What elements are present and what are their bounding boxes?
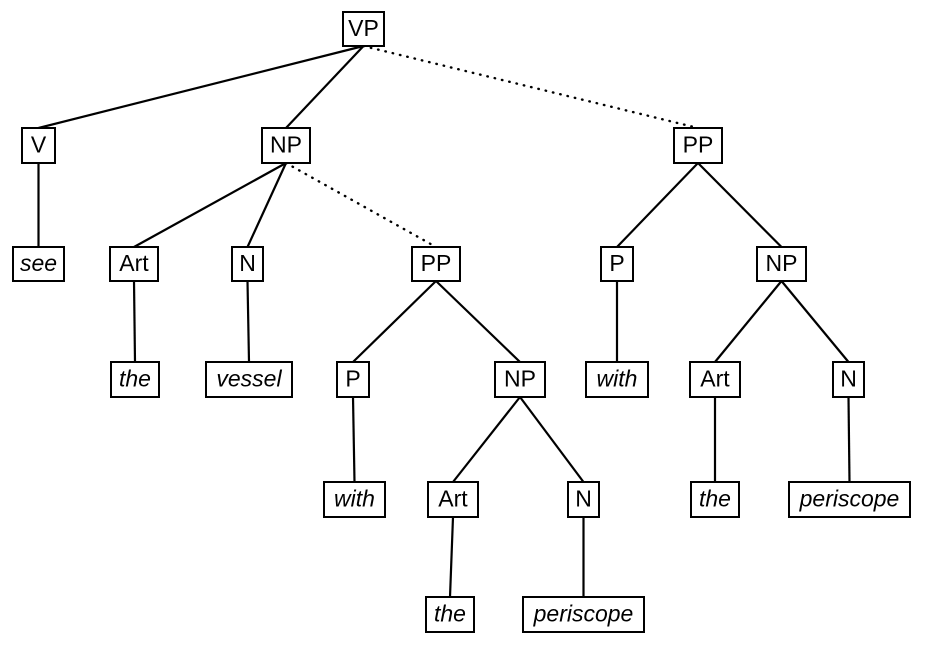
node-box-art_mid [427,481,479,518]
tree-node-the1[interactable]: the [110,361,160,398]
node-label-peri_mid: periscope [533,601,634,627]
node-label-the1: the [119,366,151,392]
tree-edge-np1-to-art1 [133,162,287,248]
tree-node-art1[interactable]: Art [109,246,159,282]
node-label-np1: NP [270,132,302,158]
tree-node-peri_right[interactable]: periscope [788,481,911,518]
node-label-with_mid: with [334,486,375,512]
tree-edge-pp_right-to-np_right [697,162,783,248]
tree-edge-np1-to-pp_mid [284,161,438,249]
node-label-p_right: P [609,250,624,276]
node-box-peri_mid [522,596,645,633]
tree-edge-np_right-to-art_right [714,280,783,363]
node-label-art_mid: Art [438,486,468,512]
tree-edge-n_right-to-peri_right [847,396,851,483]
node-box-the_mid [425,596,475,633]
tree-node-with_right[interactable]: with [585,361,649,398]
node-label-peri_right: periscope [799,486,900,512]
node-box-pp_mid [411,246,461,282]
node-box-np_right [756,246,807,282]
node-label-pp_mid: PP [421,250,452,276]
tree-node-vessel[interactable]: vessel [205,361,293,398]
node-box-art1 [109,246,159,282]
node-box-np_mid [494,361,546,398]
tree-edge-pp_mid-to-p_mid [352,280,437,363]
node-label-vessel: vessel [216,366,282,392]
node-label-np_mid: NP [504,366,536,392]
edge-layer [37,44,851,598]
tree-node-p_mid[interactable]: P [336,361,370,398]
node-box-pp_right [673,127,723,164]
node-box-with_mid [323,481,386,518]
node-box-n_mid [567,481,600,518]
node-box-p_right [600,246,634,282]
node-label-with_right: with [597,366,638,392]
node-label-n_right: N [840,366,857,392]
tree-node-p_right[interactable]: P [600,246,634,282]
node-label-art1: Art [119,250,149,276]
node-box-the_right [690,481,740,518]
tree-edge-art1-to-the1 [132,280,137,363]
tree-edge-np1-to-n1 [246,162,287,248]
tree-edge-p_mid-to-with_mid [351,396,356,483]
node-box-p_mid [336,361,370,398]
node-label-art_right: Art [700,366,730,392]
node-box-v [21,127,56,164]
tree-node-art_right[interactable]: Art [689,361,741,398]
tree-node-n_right[interactable]: N [832,361,865,398]
node-box-the1 [110,361,160,398]
tree-node-peri_mid[interactable]: periscope [522,596,645,633]
node-box-vp [342,11,385,47]
node-label-p_mid: P [345,366,360,392]
tree-edge-np_mid-to-art_mid [452,396,521,483]
node-box-art_right [689,361,741,398]
tree-edge-pp_right-to-p_right [616,162,699,248]
tree-node-art_mid[interactable]: Art [427,481,479,518]
tree-node-pp_mid[interactable]: PP [411,246,461,282]
tree-node-the_mid[interactable]: the [425,596,475,633]
node-box-see [12,246,65,282]
node-box-n_right [832,361,865,398]
node-box-peri_right [788,481,911,518]
tree-node-the_right[interactable]: the [690,481,740,518]
node-box-with_right [585,361,649,398]
tree-edge-vp-to-v [38,44,364,130]
tree-edge-pp_mid-to-np_mid [435,280,521,363]
node-box-np1 [261,127,311,164]
tree-node-np_right[interactable]: NP [756,246,807,282]
tree-edge-np_right-to-n_right [780,280,850,363]
node-label-see: see [20,250,57,276]
node-label-the_mid: the [434,601,466,627]
tree-node-see[interactable]: see [12,246,65,282]
node-box-vessel [205,361,293,398]
node-label-the_right: the [699,486,731,512]
tree-edge-np_mid-to-n_mid [519,396,585,483]
tree-node-n1[interactable]: N [231,246,264,282]
tree-node-vp[interactable]: VP [342,11,385,47]
node-label-n_mid: N [575,486,592,512]
tree-edge-art_mid-to-the_mid [448,516,455,598]
tree-edge-n1-to-vessel [246,280,251,363]
tree-node-np_mid[interactable]: NP [494,361,546,398]
node-label-v: V [31,132,47,158]
node-label-n1: N [239,250,256,276]
node-box-n1 [231,246,264,282]
node-label-np_right: NP [766,250,798,276]
node-label-pp_right: PP [683,132,714,158]
tree-node-pp_right[interactable]: PP [673,127,723,164]
tree-edge-vp-to-np1 [285,45,365,129]
tree-node-np1[interactable]: NP [261,127,311,164]
tree-edge-vp-to-pp_right [362,44,700,130]
tree-node-with_mid[interactable]: with [323,481,386,518]
tree-node-v[interactable]: V [21,127,56,164]
node-label-vp: VP [348,15,379,41]
tree-node-n_mid[interactable]: N [567,481,600,518]
